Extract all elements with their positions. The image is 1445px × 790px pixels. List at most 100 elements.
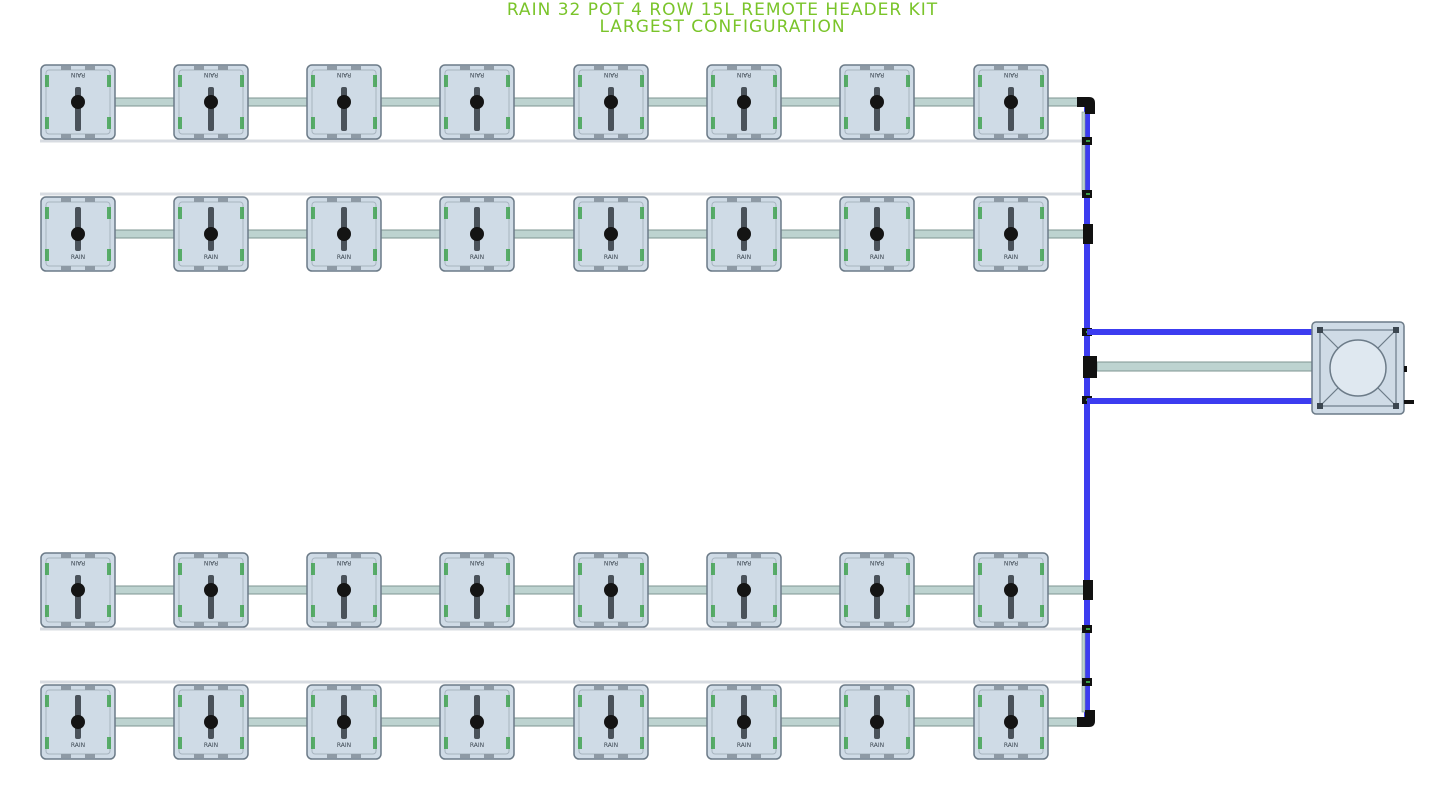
pot-label: RAIN xyxy=(737,742,751,749)
pot-label: RAIN xyxy=(470,254,484,261)
pot-tab xyxy=(327,622,337,626)
pot-clip xyxy=(45,207,49,219)
pot-label: RAIN xyxy=(204,254,218,261)
pot-clip xyxy=(240,249,244,261)
pot-tab xyxy=(85,686,95,690)
pot-clip xyxy=(906,75,910,87)
pot-clip xyxy=(178,737,182,749)
pot-clip xyxy=(844,75,848,87)
pot-tab xyxy=(218,198,228,202)
pot-tab xyxy=(727,134,737,138)
pot-tab xyxy=(194,134,204,138)
pot-tab xyxy=(727,754,737,758)
pot-tab xyxy=(327,686,337,690)
pot-drain-hole xyxy=(1004,583,1018,597)
pot-clip xyxy=(906,563,910,575)
pot-rim xyxy=(844,689,910,755)
pot-rim xyxy=(178,689,244,755)
pot-label: RAIN xyxy=(870,254,884,261)
pot-icon: RAIN xyxy=(306,684,382,760)
pot-label: RAIN xyxy=(604,559,618,566)
pot-rim xyxy=(578,69,644,135)
pot-clip xyxy=(711,207,715,219)
tee-fitting-icon xyxy=(1083,580,1093,600)
pot-icon: RAIN xyxy=(40,64,116,140)
reservoir-icon xyxy=(1311,321,1414,415)
pot-rim xyxy=(444,201,510,267)
pot-label: RAIN xyxy=(737,559,751,566)
pot-tab xyxy=(594,686,604,690)
pot-rim xyxy=(178,69,244,135)
pot-label: RAIN xyxy=(870,71,884,78)
pot-tab xyxy=(194,622,204,626)
pot-icon: RAIN xyxy=(40,552,116,628)
pot-tab xyxy=(618,198,628,202)
pot-clip xyxy=(906,249,910,261)
pot-tab xyxy=(594,754,604,758)
pot-clip xyxy=(311,605,315,617)
pot-icon: RAIN xyxy=(706,684,782,760)
pot-clip xyxy=(906,737,910,749)
pot-clip xyxy=(178,117,182,129)
pot-drain-hole xyxy=(337,227,351,241)
pot-tab xyxy=(460,134,470,138)
pot-tab xyxy=(994,554,1004,558)
thin-feed-lines xyxy=(40,139,1087,684)
pot-clip xyxy=(107,75,111,87)
pot-tab xyxy=(460,266,470,270)
pot-tab xyxy=(61,266,71,270)
pot-label: RAIN xyxy=(204,71,218,78)
pot-tab xyxy=(484,622,494,626)
pot-drain-hole xyxy=(604,583,618,597)
pot-clip xyxy=(1040,249,1044,261)
pot-icon: RAIN xyxy=(573,684,649,760)
pot-clip xyxy=(444,695,448,707)
pot-tab xyxy=(351,554,361,558)
pot-rim xyxy=(844,201,910,267)
pot-clip xyxy=(773,207,777,219)
pot-tab xyxy=(727,266,737,270)
pot-clip xyxy=(45,695,49,707)
supply-pipe xyxy=(1096,361,1320,372)
pot-clip xyxy=(373,75,377,87)
pot-tab xyxy=(751,686,761,690)
pot-tab xyxy=(460,66,470,70)
pot-rim xyxy=(45,201,111,267)
pot-label: RAIN xyxy=(71,742,85,749)
pot-clip xyxy=(45,75,49,87)
pot-icon: RAIN xyxy=(839,64,915,140)
pot-icon: RAIN xyxy=(573,64,649,140)
pot-tab xyxy=(61,134,71,138)
pot-clip xyxy=(844,605,848,617)
pot-clip xyxy=(1040,695,1044,707)
pot-clip xyxy=(640,605,644,617)
pot-icon: RAIN xyxy=(173,64,249,140)
pot-tab xyxy=(327,134,337,138)
pot-clip xyxy=(240,75,244,87)
pot-rim xyxy=(444,69,510,135)
pot-icon: RAIN xyxy=(973,64,1049,140)
pot-rim xyxy=(578,201,644,267)
pot-clip xyxy=(107,249,111,261)
pot-tab xyxy=(351,754,361,758)
pot-tab xyxy=(484,66,494,70)
pot-tab xyxy=(884,754,894,758)
coupler-marker xyxy=(1086,628,1090,630)
pot-tab xyxy=(994,198,1004,202)
pot-tab xyxy=(594,198,604,202)
pot-tab xyxy=(61,622,71,626)
pot-drain-hole xyxy=(1004,227,1018,241)
pot-drain-hole xyxy=(870,227,884,241)
pot-tab xyxy=(194,66,204,70)
pot-tab xyxy=(751,754,761,758)
pot-clip xyxy=(844,737,848,749)
pot-clip xyxy=(578,605,582,617)
pot-clip xyxy=(311,563,315,575)
coupler-marker xyxy=(1086,681,1090,683)
pot-tab xyxy=(218,554,228,558)
pot-label: RAIN xyxy=(870,559,884,566)
pot-tab xyxy=(594,266,604,270)
coupler-marker xyxy=(1086,193,1090,195)
pot-drain-hole xyxy=(71,583,85,597)
pot-tab xyxy=(860,622,870,626)
